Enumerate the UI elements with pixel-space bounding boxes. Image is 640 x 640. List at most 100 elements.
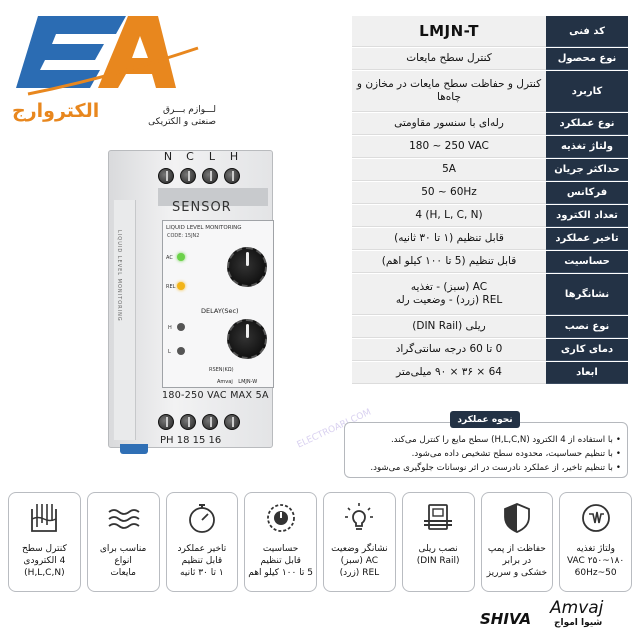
spec-value-indicators: AC (سبز) - تغذیه REL (زرد) - وضعیت رله (352, 274, 546, 315)
operation-title: نحوه عملکرد (450, 411, 520, 428)
logo-tagline: لـــوازم بـــرق صنعتی و الکتریکی (126, 104, 216, 128)
operation-line: با تنظیم تاخیر، از عملکرد نادرست در اثر … (349, 461, 621, 475)
spec-key: ابعاد (546, 362, 628, 384)
top-terminals (158, 168, 240, 184)
spec-row: 0 تا 60 درجه سانتی‌گراد دمای کاری (352, 339, 628, 362)
spec-value-line: AC (سبز) - تغذیه (410, 281, 488, 293)
feature-card: مناسب برای انواع مایعات (86, 492, 160, 592)
electroarj-logo-icon (16, 16, 199, 96)
spec-row: 64 × ۳۶ × ۹۰ میلی‌متر ابعاد (352, 362, 628, 385)
spec-row: ریلی (DIN Rail) نوع نصب (352, 316, 628, 339)
feature-text: کنترل سطح 4 الکترودی (H,L,C,N) (11, 543, 78, 579)
feature-card: ولتاژ تغذیه ۱۸۰~۲۵۰ VAC 50~60Hz (559, 492, 632, 592)
operation-box: با استفاده از 4 الکترود (H,L,C,N) سطح ما… (344, 422, 628, 478)
feature-line: مایعات (110, 568, 136, 578)
feature-line: قابل تنظیم (260, 556, 301, 566)
dial-icon (264, 501, 298, 535)
spec-row: کنترل و حفاظت سطح مایعات در مخازن و چاه‌… (352, 71, 628, 113)
spec-row: کنترل سطح مایعات نوع محصول (352, 48, 628, 71)
sensor-label: SENSOR (172, 200, 232, 215)
spec-key: کد فنی (546, 16, 628, 47)
features-row: کنترل سطح 4 الکترودی (H,L,C,N) مناسب برا… (8, 492, 632, 592)
feature-line: حفاظت از پمپ (487, 544, 546, 554)
terminal-label-c: C (186, 150, 194, 163)
spec-value: قابل تنظیم (۱ تا ۳۰ ثانیه) (352, 228, 546, 250)
terminal-screw-icon (158, 414, 174, 430)
spec-row: 5A حداکثر جریان (352, 159, 628, 182)
bulb-icon (342, 501, 376, 535)
led-h-label: H (168, 325, 172, 331)
terminal-screw-icon (224, 168, 240, 184)
feature-line: مناسب برای انواع (99, 544, 147, 566)
shield-icon (500, 501, 534, 535)
face-title: LIQUID LEVEL MONITORING (166, 225, 242, 231)
terminal-screw-icon (202, 414, 218, 430)
feature-card: حفاظت از پمپ در برابر خشکی و سرریز (480, 492, 554, 592)
led-rel-yellow-icon (177, 282, 185, 290)
led-ac-label: AC (166, 255, 173, 261)
spec-key: حداکثر جریان (546, 159, 628, 181)
relay-front-panel: LIQUID LEVEL MONITORING CODE: 15JN2 AC R… (162, 220, 274, 388)
footer-brand-fa: شیوا امواج (554, 618, 603, 628)
logo-wordmark: الکتروارج (12, 100, 100, 122)
stopwatch-icon (185, 501, 219, 535)
spec-value: 0 تا 60 درجه سانتی‌گراد (352, 339, 546, 361)
feature-text: مناسب برای انواع مایعات (90, 543, 157, 579)
terminal-screw-icon (202, 168, 218, 184)
brand-logo: الکتروارج لـــوازم بـــرق صنعتی و الکتری… (8, 8, 218, 143)
spec-row: قابل تنظیم (5 تا ۱۰۰ کیلو اهم) حساسیت (352, 251, 628, 274)
spec-row: LMJN-T کد فنی (352, 16, 628, 48)
terminal-label-h: H (229, 150, 239, 163)
bottom-terminal-labels: PH 18 15 16 (160, 435, 222, 446)
terminal-screw-icon (158, 168, 174, 184)
feature-text: حفاظت از پمپ در برابر خشکی و سرریز (484, 543, 551, 579)
logo-tagline-line1: لـــوازم بـــرق (163, 105, 216, 115)
footer-brand-shiva: SHIVA (480, 610, 532, 628)
face-code: CODE: 15JN2 (167, 233, 200, 239)
face-model: LMJN-W (238, 379, 258, 385)
spec-value: 50 ~ 60Hz (352, 182, 546, 204)
feature-text: نشانگر وضعیت AC (سبز) REL (زرد) (326, 543, 393, 579)
feature-card: کنترل سطح 4 الکترودی (H,L,C,N) (8, 492, 81, 592)
spec-value-line: REL (زرد) - وضعیت رله (395, 294, 503, 306)
bottom-terminals (158, 414, 240, 430)
feature-line: خشکی و سرریز (486, 568, 548, 578)
footer-brand: SHIVA Amvaj شیوا امواج (480, 598, 630, 634)
footer-brand-amvaj: Amvaj (550, 598, 604, 618)
feature-line: تاخیر عملکرد (177, 544, 227, 554)
spec-value: 4 (H, L, C, N) (352, 205, 546, 227)
sensitivity-knob-icon (227, 319, 267, 359)
terminal-screw-icon (224, 414, 240, 430)
spec-value: کنترل سطح مایعات (352, 48, 546, 70)
feature-line: نصب ریلی (418, 544, 458, 554)
feature-line: (DIN Rail) (416, 556, 460, 566)
feature-card: نصب ریلی (DIN Rail) (401, 492, 475, 592)
delay-label: DELAY(Sec) (201, 307, 239, 315)
spec-row: قابل تنظیم (۱ تا ۳۰ ثانیه) تاخیر عملکرد (352, 228, 628, 251)
led-l-icon (177, 347, 185, 355)
waves-icon (106, 501, 140, 535)
feature-line: کنترل سطح (21, 544, 67, 554)
rating-label: 180-250 VAC MAX 5A (162, 390, 269, 401)
feature-line: (H,L,C,N) (24, 568, 65, 578)
feature-card: حساسیت قابل تنظیم 5 تا ۱۰۰ کیلو اهم (244, 492, 317, 592)
feature-line: AC (سبز) (340, 556, 379, 566)
spec-value: رله‌ای با سنسور مقاومتی (352, 113, 546, 135)
spec-row: رله‌ای با سنسور مقاومتی نوع عملکرد (352, 113, 628, 136)
spec-value: 5A (352, 159, 546, 181)
top-terminal-labels: N C L H (160, 150, 242, 163)
led-l-label: L (168, 349, 171, 355)
relay-side-panel: LIQUID LEVEL MONITORING (114, 200, 136, 440)
feature-line: در برابر (502, 556, 532, 566)
spec-row: AC (سبز) - تغذیه REL (زرد) - وضعیت رله ن… (352, 274, 628, 316)
spec-row: 180 ~ 250 VAC ولتاژ تغذیه (352, 136, 628, 159)
spec-key: دمای کاری (546, 339, 628, 361)
terminal-screw-icon (180, 168, 196, 184)
delay-knob-icon (227, 247, 267, 287)
feature-text: حساسیت قابل تنظیم 5 تا ۱۰۰ کیلو اهم (247, 543, 314, 579)
terminal-label-n: N (163, 150, 173, 163)
feature-card: تاخیر عملکرد قابل تنظیم ۱ تا ۳۰ ثانیه (165, 492, 239, 592)
led-rel-label: REL (166, 284, 176, 290)
spec-key: نوع عملکرد (546, 113, 628, 135)
spec-value: 64 × ۳۶ × ۹۰ میلی‌متر (352, 362, 546, 384)
